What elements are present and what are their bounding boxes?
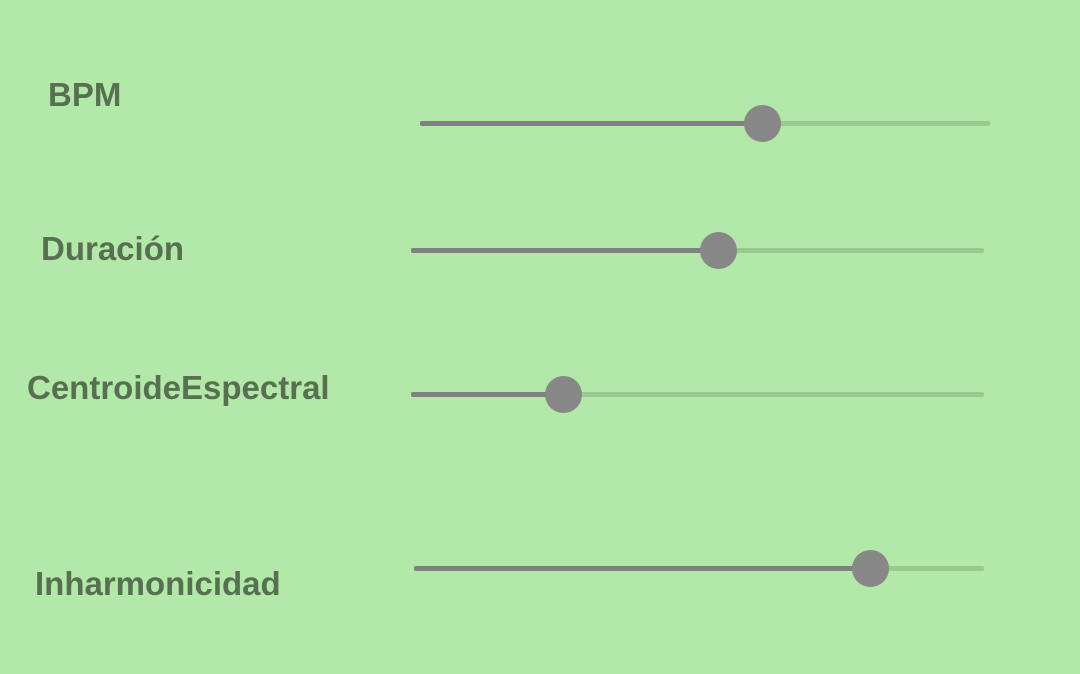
bpm-slider[interactable] [420, 104, 990, 144]
duracion-slider-fill [411, 248, 718, 253]
centroide-espectral-slider-thumb[interactable] [545, 376, 583, 413]
bpm-label: BPM [48, 76, 122, 113]
duracion-slider-thumb[interactable] [699, 232, 737, 269]
bpm-slider-fill [420, 121, 762, 126]
inharmonicidad-slider-fill [414, 566, 870, 571]
inharmonicidad-slider-thumb[interactable] [852, 550, 889, 587]
duracion-label: Duración [41, 230, 185, 267]
duracion-slider[interactable] [411, 231, 984, 271]
centroide-espectral-slider-fill [411, 392, 564, 397]
centroide-espectral-slider[interactable] [411, 375, 984, 415]
centroide-espectral-slider-track[interactable] [411, 392, 984, 397]
bpm-slider-thumb[interactable] [744, 105, 781, 142]
inharmonicidad-slider[interactable] [414, 549, 984, 589]
centroide-espectral-label: CentroideEspectral [27, 369, 330, 406]
inharmonicidad-label: Inharmonicidad [35, 565, 281, 602]
